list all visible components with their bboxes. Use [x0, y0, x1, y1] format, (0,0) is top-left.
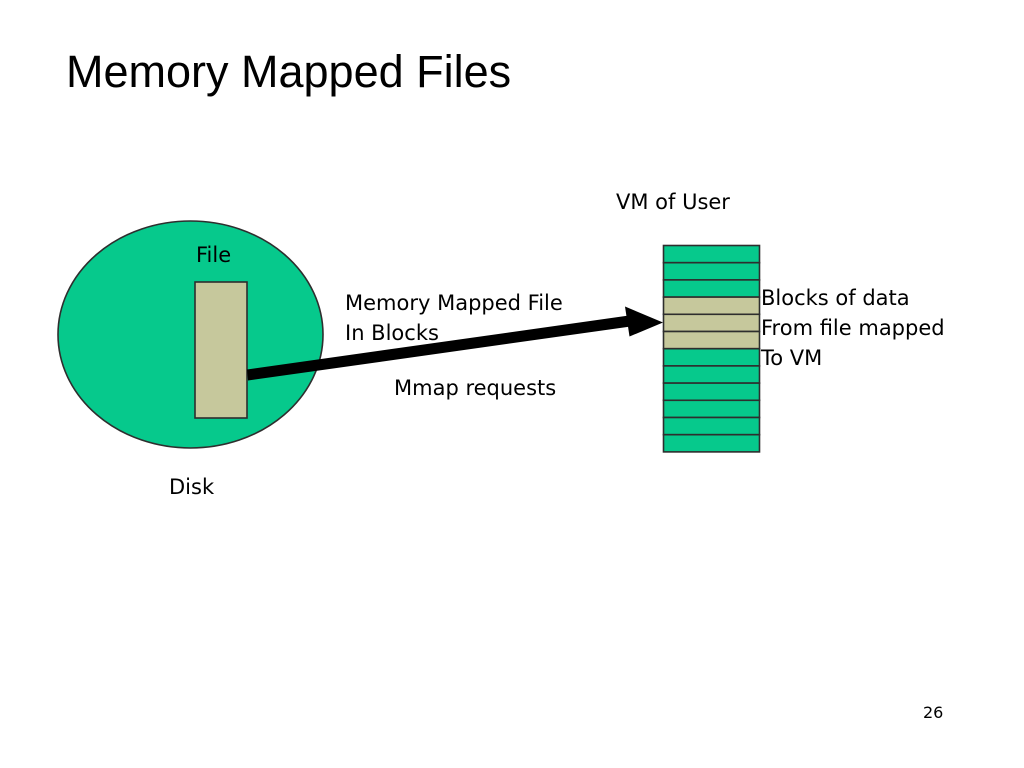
page-number: 26: [923, 703, 944, 722]
disk-label: Disk: [169, 475, 215, 499]
vm-block-mapped: [662, 313, 761, 333]
file-block-rect: [194, 281, 248, 419]
vm-block: [662, 244, 761, 264]
vm-block: [662, 365, 761, 384]
disk-ellipse: [57, 220, 324, 449]
mmap-arrow: [247, 306, 663, 381]
vm-of-user-label: VM of User: [616, 190, 730, 214]
vm-block: [662, 279, 761, 298]
vm-block: [662, 261, 761, 281]
mmap-requests-label: Mmap requests: [394, 376, 557, 400]
vm-block-column: [662, 244, 761, 453]
memory-mapped-file-label: Memory Mapped File In Blocks: [345, 291, 563, 345]
mmap-arrow-shaft: [247, 314, 638, 381]
vm-block: [662, 416, 761, 436]
file-label: File: [196, 243, 232, 267]
page-title: Memory Mapped Files: [66, 46, 512, 97]
vm-block: [662, 433, 761, 453]
blocks-of-data-label: Blocks of data From file mapped To VM: [761, 286, 945, 370]
mmap-arrow-head: [625, 306, 663, 337]
vm-block-mapped: [662, 296, 761, 316]
vm-block: [662, 399, 761, 419]
vm-block: [662, 347, 761, 367]
vm-block: [662, 382, 761, 402]
vm-block-mapped: [662, 330, 761, 350]
